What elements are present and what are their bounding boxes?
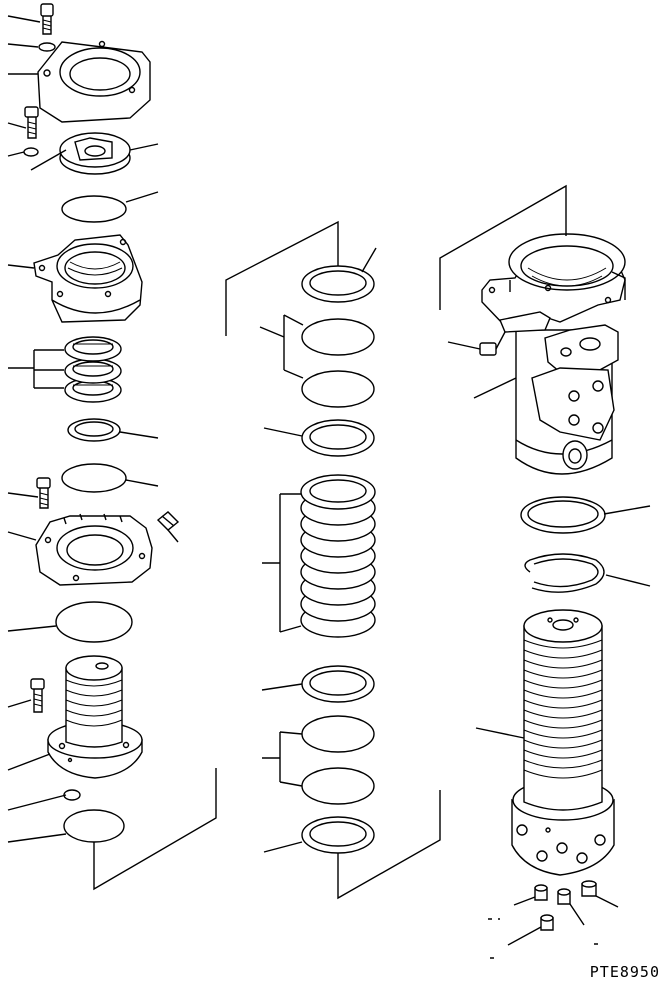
o-ring-1	[62, 196, 126, 222]
washer-1	[39, 43, 55, 51]
right-leader-lines	[440, 186, 650, 958]
left-column-parts	[24, 4, 178, 842]
bolt-1	[41, 4, 53, 34]
seal-housing	[34, 235, 142, 322]
plugs	[535, 881, 596, 930]
grease-nipple	[158, 512, 178, 530]
rotor-spool	[512, 610, 614, 875]
figure-code: PTE8950	[589, 963, 660, 981]
bearing-stack	[65, 337, 121, 402]
spindle-shaft	[48, 656, 142, 778]
left-leader-lines	[8, 16, 216, 889]
top-flange	[38, 42, 150, 123]
o-ring-3	[56, 602, 132, 642]
seal-stack	[301, 475, 375, 637]
middle-leader-lines	[226, 222, 440, 898]
washer-2	[24, 148, 38, 156]
right-column-parts	[480, 234, 625, 930]
middle-column-parts	[301, 266, 375, 853]
cover-plate	[60, 133, 130, 174]
bolt-4	[31, 679, 44, 712]
plug-1	[64, 790, 80, 800]
o-ring-2	[62, 464, 126, 492]
fitting	[480, 332, 505, 355]
o-ring-4	[64, 810, 124, 842]
bolt-3	[37, 478, 50, 508]
bolt-2	[25, 107, 38, 138]
lower-flange	[36, 514, 152, 585]
swivel-body	[482, 234, 625, 474]
